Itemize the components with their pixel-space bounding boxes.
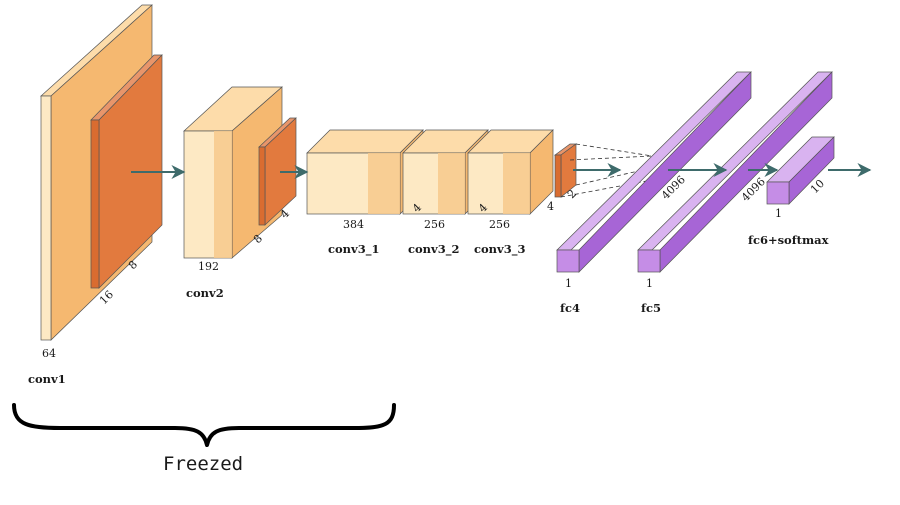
- fc5-front-face: [637, 249, 661, 273]
- fc5-block: [637, 71, 833, 273]
- conv2-dim-a: 192: [198, 260, 219, 273]
- freezed-label: Freezed: [163, 453, 243, 475]
- fc6-label: fc6+softmax: [748, 233, 829, 247]
- conv2-pool-front: [258, 146, 266, 226]
- freezed-brace: [12, 403, 396, 447]
- fc4-block: [556, 71, 752, 273]
- conv2-label: conv2: [186, 286, 224, 300]
- conv1-front-face: [40, 95, 52, 341]
- conv1-pool-block: [90, 54, 163, 289]
- conv3-1-dim-a: 384: [343, 218, 364, 231]
- conv3-1-label: conv3_1: [328, 242, 379, 257]
- conv2-dim-c: 4: [278, 207, 292, 221]
- fc4-label: fc4: [560, 301, 580, 315]
- fc4-front-face: [556, 249, 580, 273]
- fc6-front-face: [766, 181, 790, 205]
- conv3-3-dim-d: 2: [565, 187, 579, 201]
- conv2-front-band: [214, 131, 232, 258]
- fc4-dim-a: 1: [565, 277, 572, 290]
- conv3-3-front-band: [503, 153, 530, 214]
- conv3-3-block: [467, 129, 554, 215]
- conv1-pool-front: [90, 119, 100, 289]
- conv3-3-dim-c: 4: [547, 200, 554, 213]
- conv3-3-label: conv3_3: [474, 242, 525, 257]
- conv3-3-pool-front: [554, 154, 562, 198]
- fc4-top-face: [556, 71, 752, 251]
- conv1-dim-a: 64: [42, 347, 56, 360]
- fc5-dim-a: 1: [646, 277, 653, 290]
- fc6-block: [766, 136, 835, 205]
- conv3-3-pool-block: [553, 143, 578, 198]
- conv3-2-front-band: [438, 153, 465, 214]
- conv3-1-front-band: [368, 153, 400, 214]
- flow-arrows: [131, 163, 872, 179]
- conv3-2-label: conv3_2: [408, 242, 459, 257]
- fc5-label: fc5: [641, 301, 661, 315]
- conv1-label: conv1: [28, 372, 66, 386]
- conv3-2-dim-a: 256: [424, 218, 445, 231]
- conv3-3-dim-a: 256: [489, 218, 510, 231]
- fc6-dim-a: 1: [775, 207, 782, 220]
